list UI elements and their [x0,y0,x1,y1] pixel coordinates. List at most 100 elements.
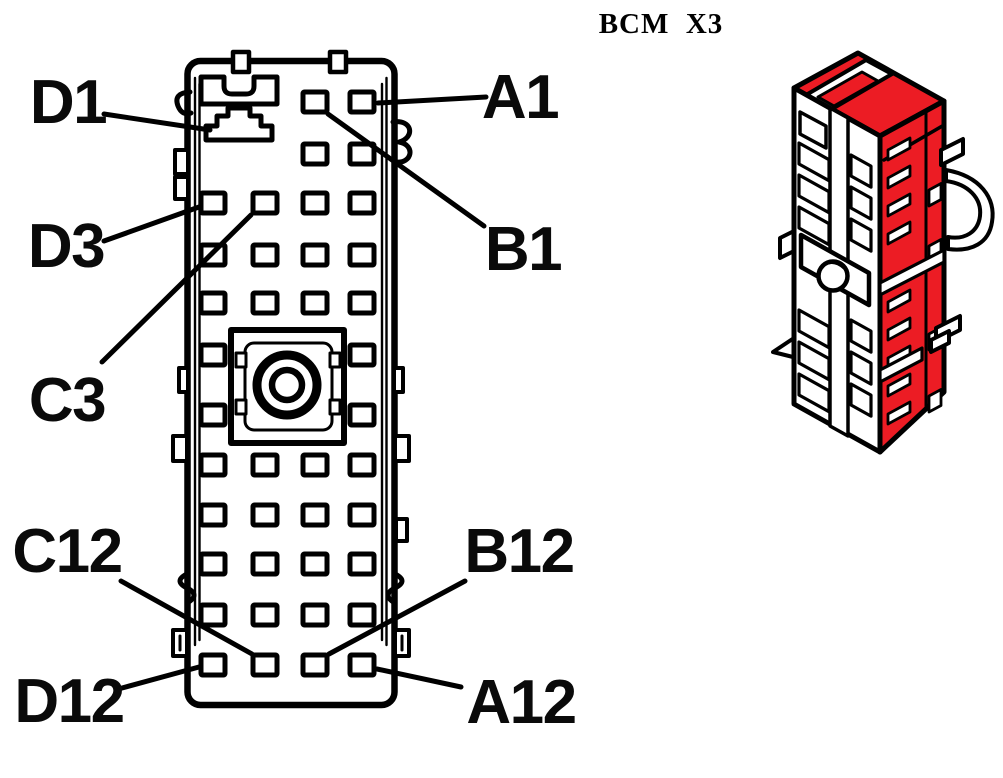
hook-top-left [174,89,194,117]
slot-deep-0 [927,182,943,208]
pin-C4 [250,242,280,268]
rung-right-4 [849,350,873,386]
rung-right-2 [849,217,873,253]
pin-A3 [347,190,377,216]
squiggle-right [385,571,405,606]
boss-outer-circle [252,350,322,420]
latch-lever [944,168,995,252]
pin-C12 [250,652,280,678]
pin-B8 [300,452,330,478]
hook-top-right [390,119,413,165]
iso-boss-cylinder-top [820,261,846,270]
slot-small-5 [886,316,912,342]
slot-small-8 [886,400,912,426]
pin-D6 [198,342,228,368]
top-bumps [230,49,349,75]
leader-line-B12 [326,578,468,657]
leader-line-A12 [374,666,464,690]
leader-line-C3 [99,212,254,365]
slot-small-2 [886,192,912,218]
iso-left-face-notch [798,110,828,150]
pin-A12 [347,652,377,678]
boss-inner-circle [268,366,306,404]
keyway-ziggurat [203,105,275,143]
pin-label-D3: D3 [28,212,104,281]
pin-B4 [300,242,330,268]
leader-line-D3 [101,204,202,244]
pin-D3 [198,190,228,216]
leader-lines [99,94,489,691]
pin-B11 [300,602,330,628]
pin-label-A1: A1 [482,63,558,132]
pin-B2 [300,141,330,167]
diagram-title: BCM X3 [598,8,724,40]
leader-line-D12 [119,664,202,691]
side-clips [171,89,413,658]
pin-B1 [300,89,330,115]
pin-B3 [300,190,330,216]
pin-D12 [198,652,228,678]
pin-C9 [250,502,280,528]
leader-line-B1 [325,111,487,229]
rung-right-1 [849,185,873,221]
rung-right-0 [849,153,873,189]
pin-D9 [198,502,228,528]
rung-left-4 [797,340,831,382]
pin-A4 [347,242,377,268]
slot-small-1 [886,164,912,190]
pin-B5 [300,290,330,316]
rung-left-5 [797,372,831,414]
pin-C11 [250,602,280,628]
pin-label-B1: B1 [485,215,561,284]
slot-deep-3 [927,388,943,414]
pin-A9 [347,502,377,528]
iso-parting-wedge [878,346,924,384]
lock-tab-inner [929,329,951,354]
pin-A1 [347,89,377,115]
pin-A6 [347,342,377,368]
pin-A8 [347,452,377,478]
pin-D10 [198,551,228,577]
keyway-upper [198,74,280,107]
leader-line-D1 [101,111,213,133]
pin-B9 [300,502,330,528]
pin-A10 [347,551,377,577]
pin-label-B12: B12 [464,517,573,586]
pin-C5 [250,290,280,316]
latch-tab [939,137,965,167]
leader-line-C12 [118,578,255,657]
pin-B10 [300,551,330,577]
rung-left-3 [797,308,831,350]
pin-A11 [347,602,377,628]
connector-3d-view [771,50,995,455]
iso-ladder-rungs [797,141,873,418]
rung-left-0 [797,141,831,183]
rung-right-5 [849,382,873,418]
pin-A7 [347,402,377,428]
rung-right-3 [849,318,873,354]
pin-label-C12: C12 [12,517,121,586]
pin-C10 [250,551,280,577]
slot-small-7 [886,372,912,398]
iso-parting-band [878,248,946,297]
leader-line-A1 [375,94,489,106]
slot-small-3 [886,220,912,246]
pin-label-D1: D1 [30,68,106,137]
slot-small-0 [886,136,912,162]
pin-label-C3: C3 [29,366,105,435]
iso-right-furniture [929,137,995,354]
pin-D5 [198,290,228,316]
pin-grid [198,89,377,678]
pin-C3 [250,190,280,216]
pin-D11 [198,602,228,628]
pin-C8 [250,452,280,478]
slot-small-4 [886,288,912,314]
mounting-boss [228,327,347,446]
pin-B12 [300,652,330,678]
iso-top-channel-rib [816,70,880,108]
pin-D8 [198,452,228,478]
rung-left-2 [797,205,831,247]
